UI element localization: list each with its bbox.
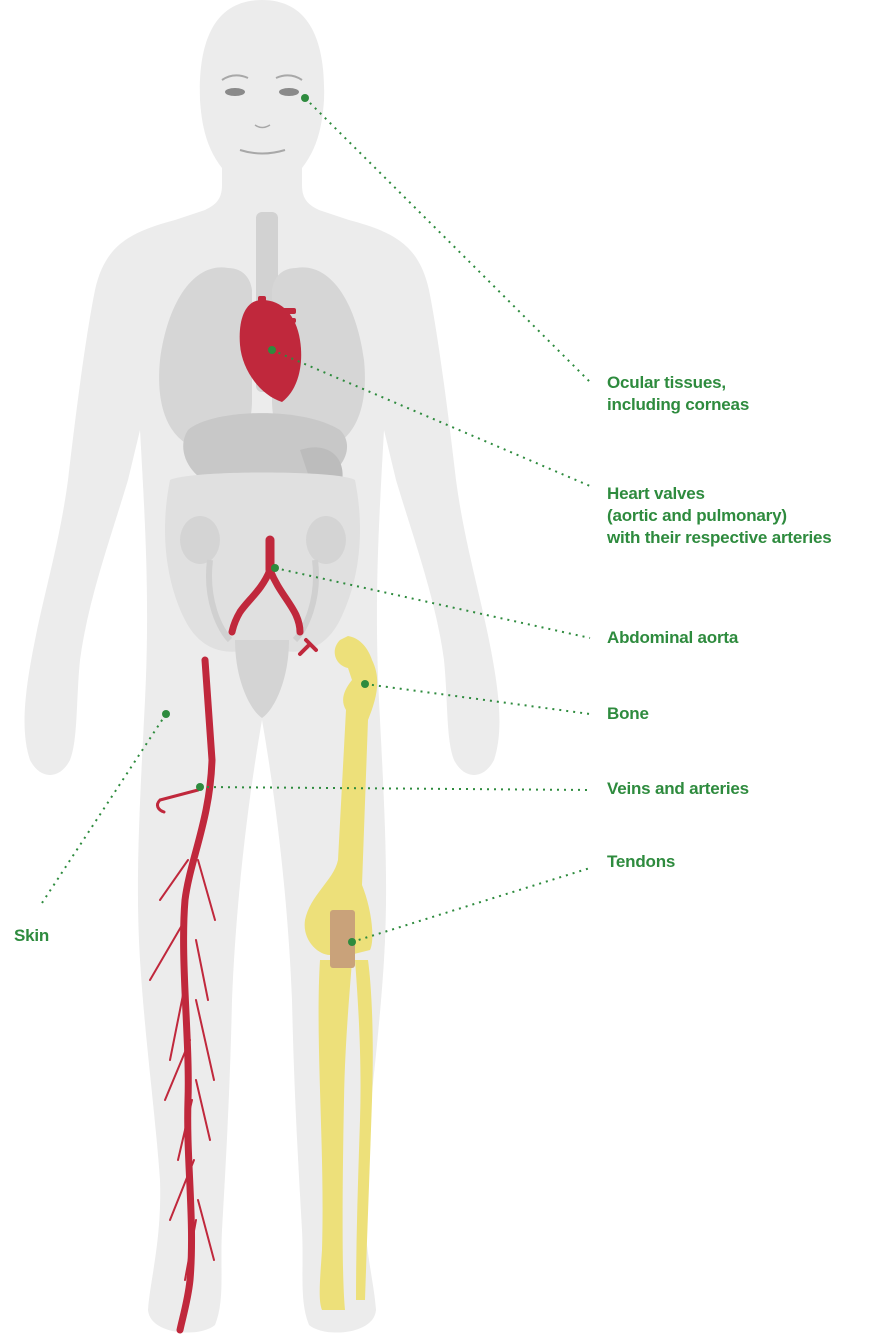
leader-veins	[200, 787, 590, 790]
label-ocular-line-2: including corneas	[607, 394, 749, 416]
label-tendons-line-1: Tendons	[607, 851, 675, 873]
label-ocular-tissues: Ocular tissues, including corneas	[607, 372, 749, 416]
label-abdominal-aorta: Abdominal aorta	[607, 627, 738, 649]
label-veins-line-1: Veins and arteries	[607, 778, 749, 800]
label-veins-arteries: Veins and arteries	[607, 778, 749, 800]
label-bone: Bone	[607, 703, 649, 725]
leader-tendons	[352, 868, 590, 942]
label-heart-line-1: Heart valves	[607, 483, 832, 505]
label-tendons: Tendons	[607, 851, 675, 873]
label-skin: Skin	[14, 925, 49, 947]
label-heart-line-3: with their respective arteries	[607, 527, 832, 549]
label-heart-valves: Heart valves (aortic and pulmonary) with…	[607, 483, 832, 549]
label-bone-line-1: Bone	[607, 703, 649, 725]
label-ocular-line-1: Ocular tissues,	[607, 372, 749, 394]
label-aorta-line-1: Abdominal aorta	[607, 627, 738, 649]
label-heart-line-2: (aortic and pulmonary)	[607, 505, 832, 527]
label-skin-line-1: Skin	[14, 925, 49, 947]
